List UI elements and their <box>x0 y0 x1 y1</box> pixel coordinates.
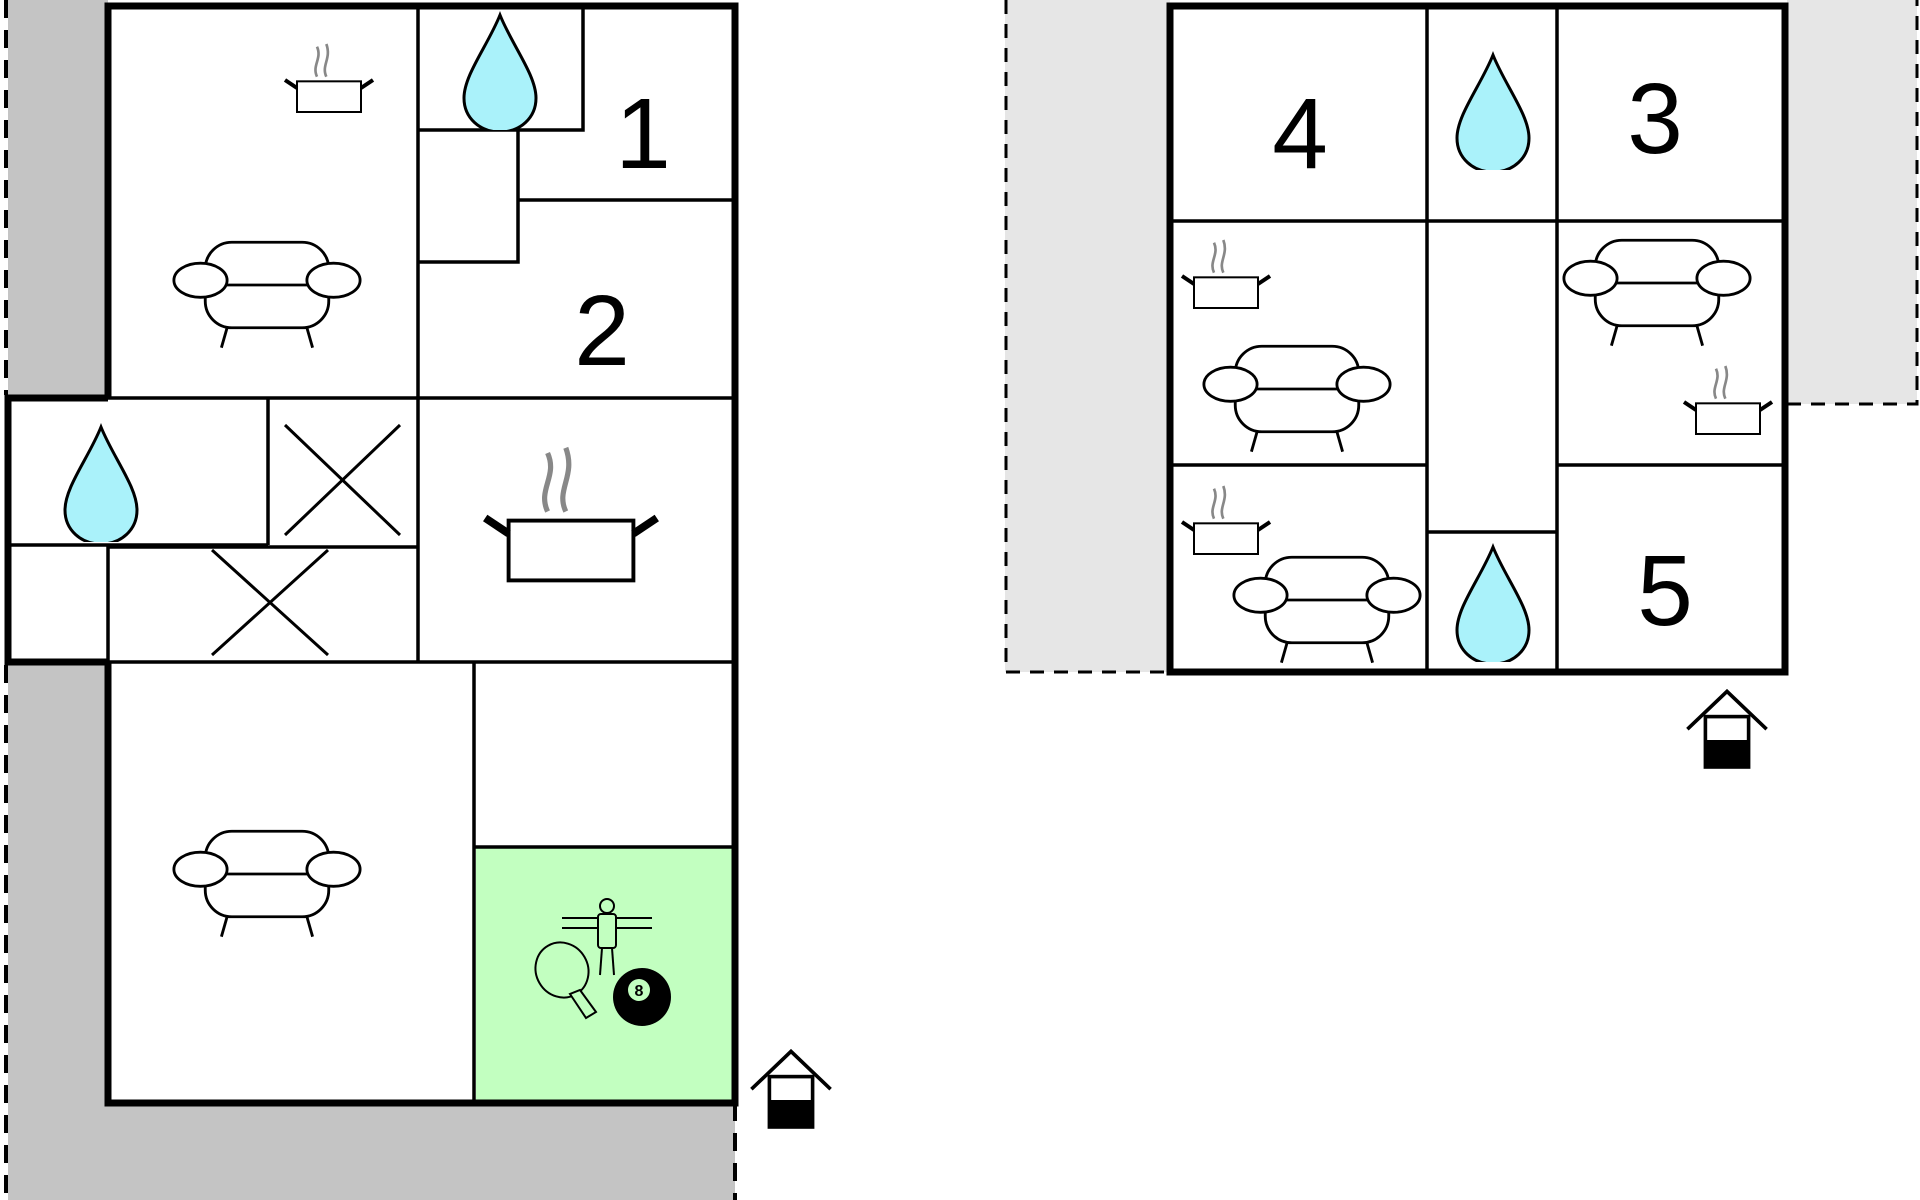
stairs-cross-icon <box>210 548 330 657</box>
sofa-icon <box>1232 555 1422 665</box>
right-terrace <box>1005 0 1170 672</box>
right-terrace <box>1787 0 1917 404</box>
right-terrace-dashed-edge <box>1004 0 1919 674</box>
kitchen-pot-icon <box>1180 484 1272 556</box>
right-outer-walls <box>1166 2 1789 676</box>
left-outer-walls <box>4 2 739 1107</box>
bedroom-number: 4 <box>1272 78 1328 190</box>
svg-text:8: 8 <box>635 983 644 1000</box>
sofa-icon <box>172 240 362 350</box>
table-tennis-icon <box>534 941 598 1020</box>
right-building: 4 3 5 <box>1004 0 1919 769</box>
kitchen-pot-icon <box>485 448 657 581</box>
bedroom-number: 5 <box>1637 535 1693 647</box>
kitchen-pot-icon <box>1682 364 1774 436</box>
bathroom-water-drop-icon <box>462 13 538 130</box>
table-football-icon <box>562 898 652 976</box>
bathroom-water-drop-icon <box>63 425 139 542</box>
left-terrace <box>8 0 735 1200</box>
entrance-house-icon <box>749 1049 833 1129</box>
billiard-ball-icon: 8 <box>613 968 671 1026</box>
kitchen-pot-icon <box>283 42 375 114</box>
left-inner-walls <box>8 6 735 1103</box>
sofa-icon <box>172 829 362 939</box>
bedroom-number: 2 <box>574 275 630 387</box>
stairs-cross-icon <box>283 423 402 537</box>
bedroom-number: 3 <box>1627 63 1683 175</box>
game-room <box>476 847 735 1103</box>
bathroom-water-drop-icon <box>1455 545 1531 662</box>
sofa-icon <box>1562 238 1752 348</box>
bathroom-water-drop-icon <box>1455 53 1531 170</box>
bedroom-number: 1 <box>615 78 671 190</box>
kitchen-pot-icon <box>1180 238 1272 310</box>
left-building: 1 2 8 <box>4 0 833 1200</box>
sofa-icon <box>1202 344 1392 454</box>
entrance-house-icon <box>1685 689 1769 769</box>
right-inner-walls <box>1170 6 1785 670</box>
